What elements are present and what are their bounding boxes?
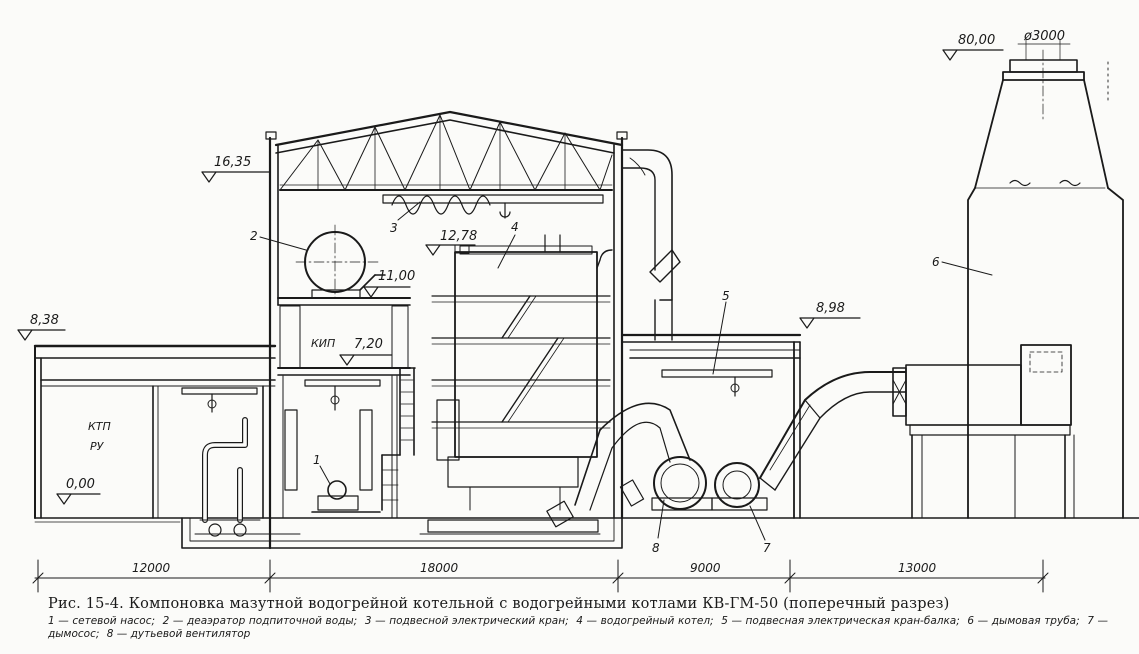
legend-item: 4 — водогрейный котел; (576, 615, 714, 627)
callout-6: 6 (932, 255, 940, 269)
callout-2: 2 (250, 229, 258, 243)
legend-item: 1 — сетевой насос; (48, 615, 156, 627)
chimney-diameter-label: ø3000 (1023, 29, 1065, 44)
level-label-ground: 0,00 (66, 477, 95, 492)
room-label-ktp: КТП (88, 420, 111, 433)
draft-fans (546, 402, 768, 528)
caption-title: Рис. 15-4. Компоновка мазутной водогрейн… (48, 596, 950, 612)
foundation (181, 517, 623, 549)
main-building (265, 110, 628, 550)
left-annex-ktp (33, 344, 277, 519)
dimension-9000: 9000 (690, 561, 721, 575)
figure-caption: Рис. 15-4. Компоновка мазутной водогрейн… (48, 596, 1108, 641)
legend-item: 2 — деаэратор подпиточной воды; (162, 615, 358, 627)
caption-legend: 1 — сетевой насос; 2 — деаэратор подпито… (48, 615, 1108, 641)
room-label-ru: РУ (90, 440, 105, 453)
dimension-18000: 18000 (420, 561, 459, 575)
level-label-kip-floor: 7,20 (354, 337, 383, 352)
dimension-12000: 12000 (132, 561, 171, 575)
flue-gas-duct (596, 149, 681, 341)
level-label-left-annex: 8,38 (30, 313, 59, 328)
callout-1: 1 (313, 453, 321, 467)
hoist-kip (304, 379, 381, 411)
callout-5: 5 (722, 289, 730, 303)
level-label-chimney-top: 80,00 (958, 33, 995, 48)
legend-item: 5 — подвесная электрическая кран-балка; (721, 615, 960, 627)
right-annex (620, 333, 802, 519)
dimension-13000: 13000 (898, 561, 937, 575)
callout-7: 7 (763, 541, 771, 555)
dimension-line (32, 559, 1049, 593)
room-label-kip: КИП (311, 337, 335, 350)
level-label-deaerator-floor: 11,00 (378, 269, 415, 284)
leader-lines (259, 201, 993, 541)
chimney (967, 39, 1124, 519)
hoist-ktp (181, 387, 258, 413)
overhead-crane (382, 194, 604, 219)
legend-item: 7 — дымосос; (48, 615, 1109, 640)
legend-item: 8 — дутьевой вентилятор (106, 628, 251, 640)
callout-8: 8 (652, 541, 660, 555)
water-heating-boiler (427, 234, 611, 533)
level-label-right-annex: 8,98 (816, 301, 845, 316)
legend-item: 6 — дымовая труба; (967, 615, 1080, 627)
callout-3: 3 (390, 221, 398, 235)
level-label-boiler-top: 12,78 (440, 229, 477, 244)
chimney-duct (759, 344, 1075, 519)
legend-item: 3 — подвесной электрический кран; (364, 615, 569, 627)
level-markers (17, 49, 1004, 505)
level-label-roof: 16,35 (214, 155, 251, 170)
network-pump-pipework (199, 409, 381, 537)
deaerator (295, 224, 386, 299)
ground-line (34, 517, 1139, 523)
callout-4: 4 (511, 220, 519, 234)
